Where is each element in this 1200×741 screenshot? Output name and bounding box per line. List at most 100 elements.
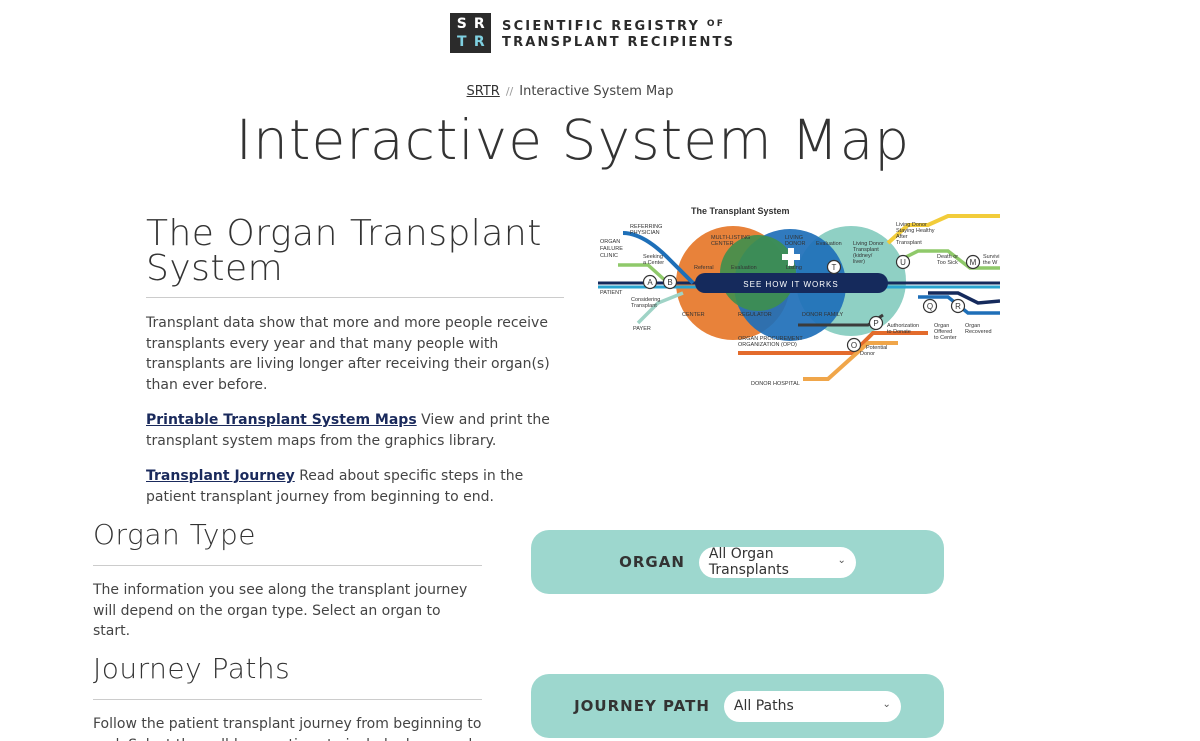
printable-maps-link[interactable]: Printable Transplant System Maps xyxy=(146,412,417,428)
svg-text:Offered: Offered xyxy=(934,329,952,335)
organ-select-value: All Organ Transplants xyxy=(708,546,789,578)
svg-text:Evaluation: Evaluation xyxy=(731,265,757,271)
svg-text:PHYSICIAN: PHYSICIAN xyxy=(630,230,660,236)
journey-path-select[interactable]: All Paths ⌄ xyxy=(723,690,901,722)
logo-wordmark: SCIENTIFIC REGISTRY OF TRANSPLANT RECIPI… xyxy=(502,16,735,51)
svg-text:ORGANIZATION (OPO): ORGANIZATION (OPO) xyxy=(738,342,797,348)
svg-text:Transplant: Transplant xyxy=(853,247,879,253)
svg-text:CENTER: CENTER xyxy=(682,312,705,318)
svg-text:Organ: Organ xyxy=(965,323,980,329)
printable-maps-text: View and print the transplant system map… xyxy=(146,412,550,449)
svg-text:FAILURE: FAILURE xyxy=(600,246,623,252)
organ-type-section: Organ Type The information you see along… xyxy=(93,518,482,642)
svg-text:Recovered: Recovered xyxy=(965,329,992,335)
logo-letter: T xyxy=(456,34,467,50)
stop-b: B xyxy=(667,278,672,287)
breadcrumb: SRTR // Interactive System Map xyxy=(0,84,1140,99)
svg-text:DONOR HOSPITAL: DONOR HOSPITAL xyxy=(751,381,800,387)
svg-text:MULTI-LISTING: MULTI-LISTING xyxy=(711,235,750,241)
svg-text:DONOR FAMILY: DONOR FAMILY xyxy=(802,312,843,318)
logo-letter: R xyxy=(473,34,485,50)
organ-selector-label: ORGAN xyxy=(619,553,685,571)
journey-paths-heading: Journey Paths xyxy=(93,652,482,700)
logo-line1: SCIENTIFIC REGISTRY xyxy=(502,18,701,34)
svg-text:LIVING: LIVING xyxy=(785,235,803,241)
svg-text:(kidney/: (kidney/ xyxy=(853,253,873,259)
svg-text:ORGAN PROCUREMENT: ORGAN PROCUREMENT xyxy=(738,336,803,342)
transplant-system-map[interactable]: SEE HOW IT WORKS The Transplant System A… xyxy=(598,203,1000,391)
svg-text:Authorization: Authorization xyxy=(887,323,919,329)
chevron-down-icon: ⌄ xyxy=(882,698,891,710)
journey-paths-description: Follow the patient transplant journey fr… xyxy=(93,716,482,741)
svg-text:CENTER: CENTER xyxy=(711,241,734,247)
chevron-down-icon: ⌄ xyxy=(837,554,846,566)
transplant-journey-link[interactable]: Transplant Journey xyxy=(146,468,295,484)
stop-u: U xyxy=(900,258,906,267)
svg-text:Transplant: Transplant xyxy=(896,240,922,246)
journey-paths-section: Journey Paths Follow the patient transpl… xyxy=(93,652,482,741)
logo-mark: S R T R xyxy=(450,13,491,53)
transplant-journey-text: Read about specific steps in the patient… xyxy=(146,468,524,505)
map-title: The Transplant System xyxy=(691,206,790,216)
organ-type-heading: Organ Type xyxy=(93,518,482,566)
intro-heading: The Organ Transplant System xyxy=(146,216,564,298)
svg-text:Donor: Donor xyxy=(860,351,875,357)
svg-text:PAYER: PAYER xyxy=(633,326,651,332)
organ-select[interactable]: All Organ Transplants ⌄ xyxy=(698,546,856,578)
stop-o: O xyxy=(851,341,857,350)
stop-r: R xyxy=(955,302,961,311)
intro-paragraph: Transplant data show that more and more … xyxy=(146,315,550,393)
svg-text:REFERRING: REFERRING xyxy=(630,224,662,230)
logo-of: OF xyxy=(706,18,726,29)
transplant-journey-paragraph: Transplant Journey Read about specific s… xyxy=(146,466,564,507)
organ-selector-card: ORGAN All Organ Transplants ⌄ xyxy=(531,530,944,594)
svg-text:Considering: Considering xyxy=(631,297,660,303)
svg-text:Seeking: Seeking xyxy=(643,254,663,260)
svg-text:DONOR: DONOR xyxy=(785,241,806,247)
svg-text:Death or: Death or xyxy=(937,254,958,260)
map-graphic: SEE HOW IT WORKS The Transplant System A… xyxy=(598,206,1000,387)
svg-text:to Center: to Center xyxy=(934,335,957,341)
svg-text:After: After xyxy=(896,234,908,240)
svg-text:Living Donor: Living Donor xyxy=(896,222,927,228)
svg-text:a Center: a Center xyxy=(643,260,664,266)
svg-text:Potential: Potential xyxy=(866,345,887,351)
intro-section: The Organ Transplant System Transplant d… xyxy=(146,216,564,507)
svg-text:Listing: Listing xyxy=(786,265,802,271)
stop-q: Q xyxy=(927,302,933,311)
svg-text:to Donate: to Donate xyxy=(887,329,911,335)
logo-letter: S xyxy=(456,16,467,32)
svg-text:CLINIC: CLINIC xyxy=(600,253,618,259)
svg-text:Referral: Referral xyxy=(694,265,714,271)
printable-maps-paragraph: Printable Transplant System Maps View an… xyxy=(146,410,564,451)
journey-selector-label: JOURNEY PATH xyxy=(574,697,710,715)
page-title: Interactive System Map xyxy=(235,108,911,172)
svg-text:ORGAN: ORGAN xyxy=(600,239,620,245)
svg-text:REGULATOR: REGULATOR xyxy=(738,312,772,318)
stop-m: M xyxy=(970,258,977,267)
svg-text:Survivi: Survivi xyxy=(983,254,1000,260)
stop-p: P xyxy=(873,319,878,328)
logo-letter: R xyxy=(473,16,485,32)
see-how-it-works-button[interactable] xyxy=(695,273,888,293)
breadcrumb-current: Interactive System Map xyxy=(519,84,674,99)
logo-line2: TRANSPLANT RECIPIENTS xyxy=(502,34,736,50)
svg-text:Transplant: Transplant xyxy=(631,303,657,309)
journey-path-select-value: All Paths xyxy=(733,698,794,714)
svg-text:Too Sick: Too Sick xyxy=(937,260,958,266)
svg-text:the W: the W xyxy=(983,260,998,266)
breadcrumb-separator: // xyxy=(505,85,514,98)
svg-text:liver): liver) xyxy=(853,259,865,265)
srtr-logo[interactable]: S R T R SCIENTIFIC REGISTRY OF TRANSPLAN… xyxy=(450,13,735,53)
organ-type-description: The information you see along the transp… xyxy=(93,582,468,639)
see-how-it-works-label: SEE HOW IT WORKS xyxy=(743,280,838,289)
journey-selector-card: JOURNEY PATH All Paths ⌄ xyxy=(531,674,944,738)
svg-text:Living Donor: Living Donor xyxy=(853,241,884,247)
stop-a: A xyxy=(647,278,653,287)
svg-text:Staying Healthy: Staying Healthy xyxy=(896,228,935,234)
svg-text:Evaluation: Evaluation xyxy=(816,241,842,247)
breadcrumb-home-link[interactable]: SRTR xyxy=(466,84,500,99)
svg-text:PATIENT: PATIENT xyxy=(600,290,623,296)
svg-text:Organ: Organ xyxy=(934,323,949,329)
stop-t: T xyxy=(832,263,837,272)
